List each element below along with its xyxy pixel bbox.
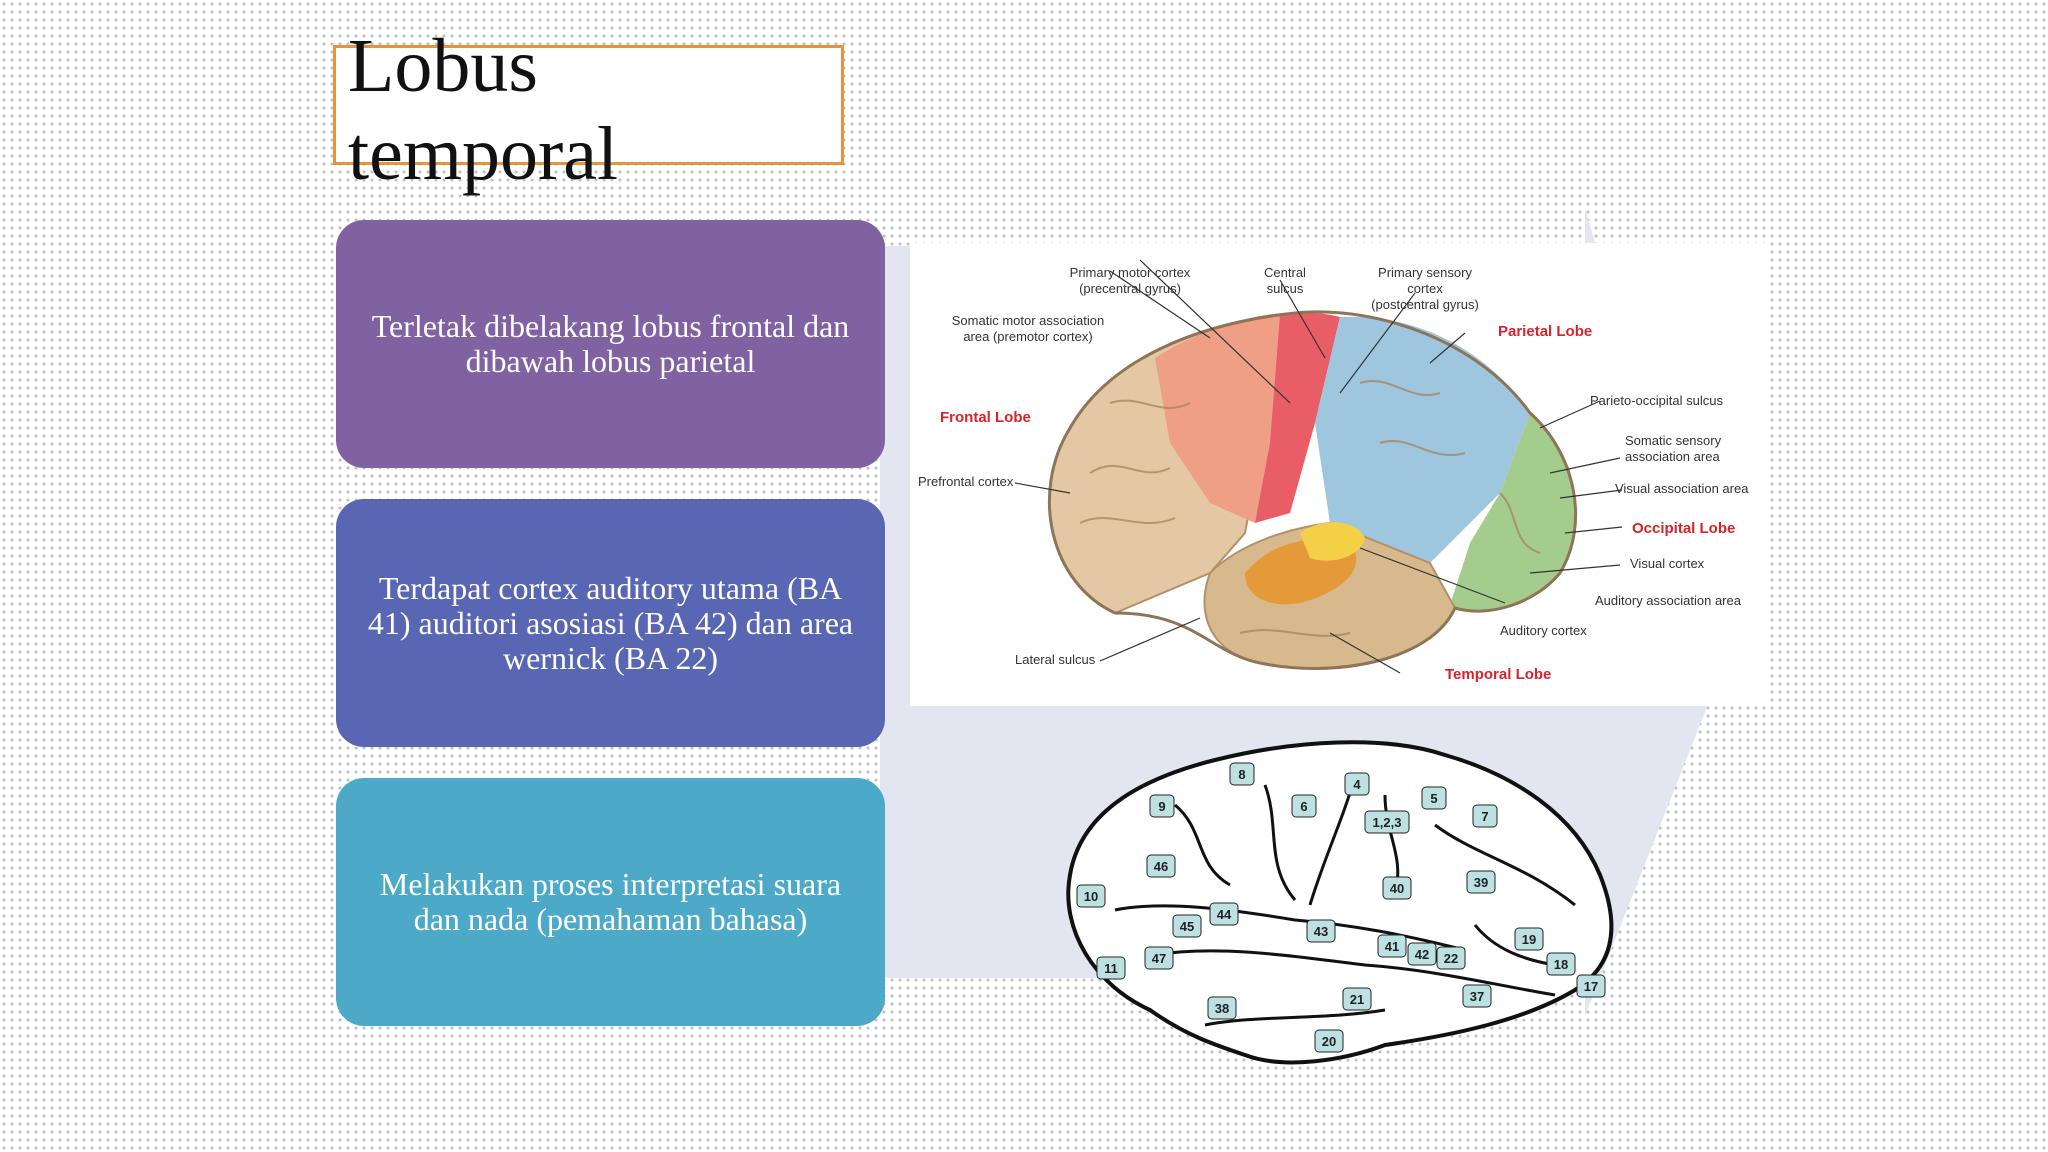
brodmann-label: 8 — [1238, 767, 1245, 782]
brodmann-label: 4 — [1353, 777, 1361, 792]
brodmann-label: 19 — [1522, 932, 1536, 947]
brodmann-label: 10 — [1084, 889, 1098, 904]
brodmann-badge: 5 — [1421, 786, 1447, 810]
label-primary-sensory-3: (postcentral gyrus) — [1371, 297, 1479, 312]
brodmann-badge: 7 — [1472, 804, 1498, 828]
brodmann-badge: 10 — [1076, 884, 1106, 908]
brodmann-badge: 46 — [1146, 854, 1176, 878]
label-auditory-cortex: Auditory cortex — [1500, 623, 1587, 638]
brodmann-badge: 45 — [1172, 914, 1202, 938]
brodmann-label: 46 — [1154, 859, 1168, 874]
brodmann-badge: 39 — [1466, 870, 1496, 894]
label-visual-cortex: Visual cortex — [1630, 556, 1705, 571]
brodmann-label: 11 — [1104, 961, 1118, 976]
label-somatic-motor-assoc-1: Somatic motor association — [952, 313, 1104, 328]
brodmann-label: 40 — [1390, 881, 1404, 896]
premotor-region — [1155, 312, 1295, 523]
brodmann-badge: 44 — [1209, 902, 1239, 926]
label-parieto-occipital: Parieto-occipital sulcus — [1590, 393, 1723, 408]
brodmann-badge: 22 — [1436, 946, 1466, 970]
auditory-cortex-region — [1300, 522, 1365, 561]
brodmann-label: 42 — [1415, 947, 1429, 962]
brodmann-label: 41 — [1385, 939, 1399, 954]
label-somatic-motor-assoc-2: area (premotor cortex) — [963, 329, 1092, 344]
gyri-lines — [1079, 380, 1541, 637]
brodmann-label: 7 — [1481, 809, 1488, 824]
brodmann-label: 6 — [1300, 799, 1307, 814]
label-primary-sensory-1: Primary sensory — [1378, 265, 1472, 280]
label-somatic-sensory-assoc-1: Somatic sensory — [1625, 433, 1722, 448]
card-function-text: Melakukan proses interpretasi suara dan … — [379, 866, 842, 937]
brodmann-badge: 40 — [1382, 876, 1412, 900]
brodmann-badge: 9 — [1149, 794, 1175, 818]
brodmann-label: 20 — [1322, 1034, 1336, 1049]
brodmann-badge: 1,2,3 — [1364, 810, 1410, 834]
brodmann-label: 45 — [1180, 919, 1194, 934]
brodmann-label: 47 — [1152, 951, 1166, 966]
brodmann-badge: 38 — [1207, 996, 1237, 1020]
parietal-lobe-region — [1315, 316, 1530, 563]
brodmann-badge: 37 — [1462, 984, 1492, 1008]
brodmann-area-diagram: 8 4 9 6 5 1,2,3 7 46 40 39 10 44 45 43 4… — [1066, 740, 1614, 1065]
card-location: Terletak dibelakang lobus frontal dan di… — [336, 220, 885, 468]
label-central-sulcus-2: sulcus — [1267, 281, 1304, 296]
brodmann-badge: 17 — [1576, 974, 1606, 998]
label-prefrontal-cortex: Prefrontal cortex — [918, 474, 1014, 489]
brodmann-label: 9 — [1158, 799, 1165, 814]
brodmann-badge: 8 — [1229, 762, 1255, 786]
label-visual-association: Visual association area — [1615, 481, 1749, 496]
brodmann-badge: 4 — [1344, 772, 1370, 796]
label-central-sulcus-1: Central — [1264, 265, 1306, 280]
title-box — [333, 45, 844, 165]
card-function: Melakukan proses interpretasi suara dan … — [336, 778, 885, 1026]
brain-lobe-diagram: Primary motor cortex (precentral gyrus) … — [910, 243, 1770, 706]
brodmann-badge: 43 — [1306, 919, 1336, 943]
brodmann-label: 44 — [1217, 907, 1232, 922]
label-parietal-lobe: Parietal Lobe — [1498, 323, 1592, 340]
label-precentral-gyrus: (precentral gyrus) — [1079, 281, 1181, 296]
brodmann-label: 22 — [1444, 951, 1458, 966]
brodmann-badge: 47 — [1144, 946, 1174, 970]
occipital-lobe-region — [1450, 413, 1576, 610]
brodmann-label: 18 — [1554, 957, 1568, 972]
brodmann-label: 39 — [1474, 875, 1488, 890]
label-lateral-sulcus: Lateral sulcus — [1015, 652, 1096, 667]
brodmann-badge: 41 — [1377, 934, 1407, 958]
brodmann-badge: 18 — [1546, 952, 1576, 976]
leader-lines — [1014, 259, 1623, 674]
brodmann-badge: 42 — [1407, 942, 1437, 966]
brodmann-label: 21 — [1350, 992, 1364, 1007]
brodmann-area-badges: 8 4 9 6 5 1,2,3 7 46 40 39 10 44 45 43 4… — [1076, 762, 1606, 1053]
label-auditory-association: Auditory association area — [1595, 593, 1742, 608]
motor-cortex-region — [1255, 312, 1340, 523]
label-somatic-sensory-assoc-2: association area — [1625, 449, 1720, 464]
card-location-text: Terletak dibelakang lobus frontal dan di… — [371, 308, 850, 379]
label-primary-motor-cortex: Primary motor cortex — [1070, 265, 1191, 280]
brodmann-label: 17 — [1584, 979, 1598, 994]
page-title: Lobus temporal — [348, 24, 619, 196]
label-occipital-lobe: Occipital Lobe — [1632, 520, 1735, 537]
brain-outline — [1048, 310, 1578, 670]
label-primary-sensory-2: cortex — [1407, 281, 1443, 296]
label-frontal-lobe: Frontal Lobe — [940, 409, 1031, 426]
card-auditory-areas-text: Terdapat cortex auditory utama (BA 41) a… — [367, 569, 854, 676]
brodmann-badge: 20 — [1314, 1029, 1344, 1053]
brodmann-label: 37 — [1470, 989, 1484, 1004]
brodmann-label: 1,2,3 — [1373, 815, 1402, 830]
brodmann-label: 43 — [1314, 924, 1328, 939]
brodmann-label: 38 — [1215, 1001, 1229, 1016]
brodmann-badge: 19 — [1514, 927, 1544, 951]
label-temporal-lobe: Temporal Lobe — [1445, 666, 1551, 683]
brodmann-badge: 6 — [1291, 794, 1317, 818]
brodmann-badge: 11 — [1096, 956, 1126, 980]
brodmann-label: 5 — [1430, 791, 1437, 806]
card-auditory-areas: Terdapat cortex auditory utama (BA 41) a… — [336, 499, 885, 747]
brodmann-badge: 21 — [1342, 987, 1372, 1011]
